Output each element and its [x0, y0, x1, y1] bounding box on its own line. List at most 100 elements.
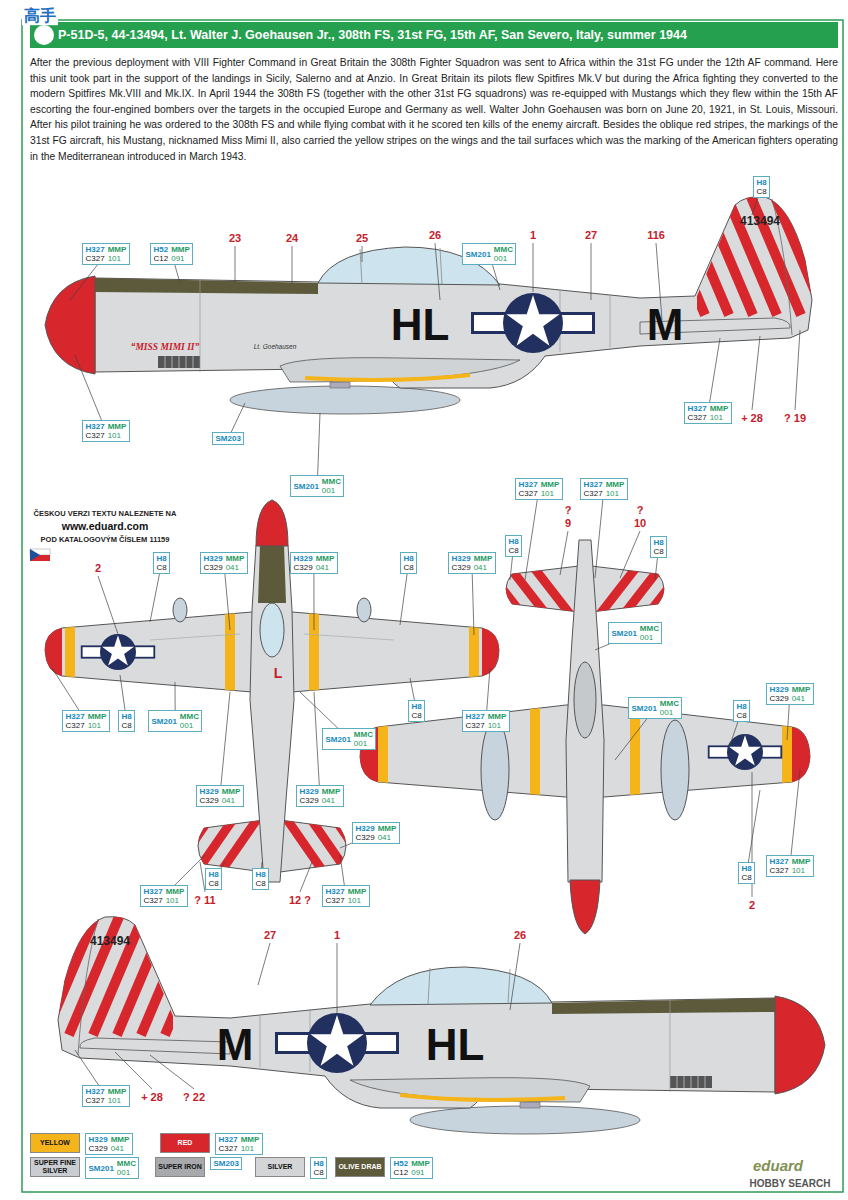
- paint-code: MMP: [106, 245, 128, 254]
- bottom-view: [574, 662, 596, 738]
- paint-code: 001: [658, 708, 680, 717]
- leader-line: [258, 943, 270, 985]
- paint-callout: H327MMPC327101: [580, 478, 628, 500]
- paint-code: C8: [507, 546, 520, 555]
- top-view: [143, 815, 188, 880]
- leader-line: [70, 254, 106, 300]
- paint-callout: H8C8: [118, 710, 135, 732]
- paint-code: C8: [652, 547, 665, 556]
- leader-line: [52, 668, 86, 721]
- bottom-view: [570, 880, 600, 934]
- aircraft-marking: “MISS MIMI II”: [131, 342, 200, 352]
- bottom-view: [360, 540, 810, 934]
- legend-swatch: SUPER FINE SILVER: [30, 1157, 80, 1177]
- paint-code: H329: [768, 685, 790, 694]
- aircraft-marking: HL: [426, 1023, 485, 1067]
- paint-code: C8: [740, 873, 753, 882]
- fuselage-insignia: [471, 293, 595, 353]
- leader-line: [292, 246, 293, 284]
- paint-code: MMP: [106, 422, 128, 431]
- paint-callout: H329MMPC329041: [290, 552, 338, 574]
- paint-code: MMP: [224, 554, 246, 563]
- paint-callout: H52MMPC12091: [390, 1157, 433, 1179]
- paint-code: MMP: [708, 404, 730, 413]
- paint-callout: H8C8: [733, 700, 750, 722]
- callout-number: 1: [334, 929, 340, 941]
- legend-swatch: OLIVE DRAB: [335, 1157, 385, 1177]
- paint-code: MMC: [115, 1159, 137, 1168]
- paint-code: H327: [142, 887, 164, 896]
- paint-callout: H8C8: [505, 535, 522, 557]
- callout-number: ? 19: [784, 412, 806, 424]
- paint-callout: H327MMPC327101: [140, 885, 188, 907]
- paint-code: 001: [178, 721, 200, 730]
- paint-code: MMC: [320, 477, 342, 486]
- callout-number: + 28: [141, 1091, 163, 1103]
- paint-callout: H327MMPC327101: [62, 710, 110, 732]
- paint-code: H327: [686, 404, 708, 413]
- top-view: [357, 598, 371, 622]
- bottom-view: [530, 695, 540, 805]
- paint-code: 101: [239, 1144, 261, 1153]
- paint-code: MMP: [164, 887, 186, 896]
- paint-code: C329: [202, 563, 224, 572]
- sheet-title: P-51D-5, 44-13494, Lt. Walter J. Goehaus…: [58, 22, 838, 48]
- paint-code: SM201: [464, 250, 492, 259]
- leader-line: [75, 1050, 106, 1096]
- paint-code: 101: [86, 721, 108, 730]
- paint-callout: H329MMPC329041: [85, 1133, 133, 1155]
- paint-code: 101: [486, 721, 508, 730]
- paint-callout: SM201MMC001: [148, 710, 202, 732]
- paint-code: H8: [740, 864, 753, 873]
- paint-code: H329: [87, 1135, 109, 1144]
- paint-code: C327: [84, 431, 106, 440]
- callout-number: ? 22: [183, 1091, 205, 1103]
- leader-line: [115, 1052, 152, 1089]
- paint-code: C8: [155, 563, 168, 572]
- paint-code: 001: [492, 254, 514, 263]
- paint-code: C327: [217, 1144, 239, 1153]
- paint-code: 101: [106, 1096, 128, 1105]
- leader-line: [790, 770, 800, 866]
- callout-number: 23: [229, 232, 241, 244]
- side-view-left: [45, 185, 848, 414]
- paint-code: C327: [64, 721, 86, 730]
- paint-callout: H8C8: [400, 552, 417, 574]
- callout-number: 2: [95, 562, 101, 574]
- paint-callout: SM203: [210, 1157, 242, 1170]
- top-view: [81, 634, 155, 670]
- paint-callout: H329MMPC329041: [196, 785, 244, 807]
- paint-code: H327: [582, 480, 604, 489]
- paint-callout: SM201MMC001: [462, 243, 516, 265]
- top-view: [250, 545, 294, 882]
- paint-code: H329: [450, 554, 472, 563]
- paint-code: 041: [220, 796, 242, 805]
- paint-callout: H329MMPC329041: [766, 683, 814, 705]
- bottom-view: [566, 540, 604, 882]
- paint-code: 041: [109, 1144, 131, 1153]
- paint-code: MMP: [86, 712, 108, 721]
- paint-code: C327: [84, 254, 106, 263]
- paint-code: C8: [410, 711, 423, 720]
- callout-number: 12 ?: [289, 894, 311, 906]
- paint-code: 041: [320, 796, 342, 805]
- paint-code: C329: [354, 833, 376, 842]
- legend-text: SUPER IRON: [158, 1163, 202, 1171]
- leader-line: [150, 1055, 194, 1089]
- top-view: [45, 500, 499, 882]
- leader-line: [510, 943, 520, 1010]
- leader-line: [595, 489, 604, 578]
- paint-code: SM203: [214, 434, 242, 443]
- paint-callout: H329MMPC329041: [448, 552, 496, 574]
- paint-callout: H8C8: [252, 868, 269, 890]
- paint-callout: H8C8: [310, 1157, 327, 1179]
- paint-code: SM203: [212, 1159, 240, 1168]
- legend-text: RED: [178, 1139, 193, 1147]
- top-view: [284, 815, 329, 880]
- top-view: [65, 600, 75, 700]
- leader-line: [337, 943, 338, 1013]
- title-badge: [34, 25, 54, 45]
- top-view: [256, 500, 288, 546]
- paint-code: SM201: [610, 629, 638, 638]
